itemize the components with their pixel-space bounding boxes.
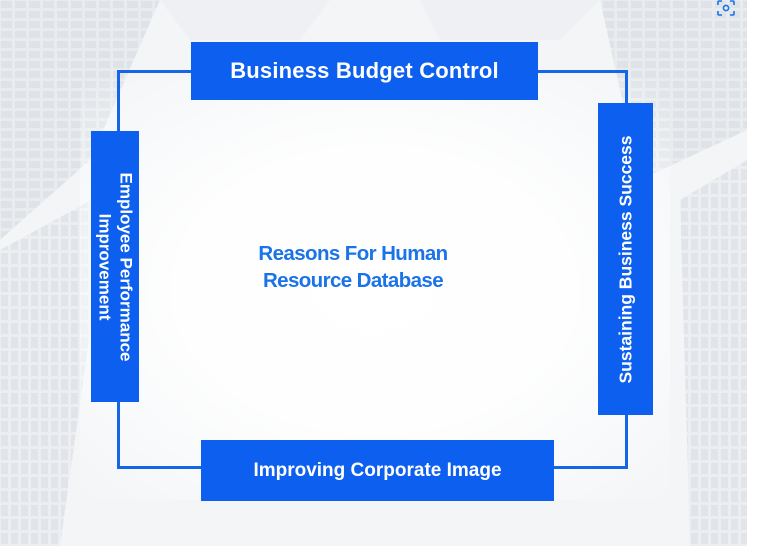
- center-title: Reasons For Human Resource Database: [222, 240, 484, 294]
- box-left-label-line-2: Improvement: [95, 213, 114, 320]
- box-sustaining-business-success: Sustaining Business Success: [598, 103, 653, 415]
- frame-line-right-upper: [625, 70, 628, 104]
- box-employee-performance-improvement: Employee Performance Improvement: [91, 131, 139, 402]
- frame-line-top-right: [537, 70, 627, 73]
- frame-line-bottom-right: [553, 466, 628, 469]
- frame-line-left-upper: [117, 70, 120, 132]
- box-bottom-label: Improving Corporate Image: [253, 459, 502, 481]
- scan-icon[interactable]: [717, 0, 735, 16]
- box-improving-corporate-image: Improving Corporate Image: [201, 440, 554, 501]
- box-left-label: Employee Performance Improvement: [94, 172, 136, 361]
- box-left-label-line-1: Employee Performance: [116, 172, 135, 361]
- frame-line-right-lower: [625, 414, 628, 469]
- frame-line-top-left: [117, 70, 192, 73]
- center-glow: [80, 80, 670, 500]
- box-business-budget-control: Business Budget Control: [191, 42, 538, 100]
- box-top-label: Business Budget Control: [230, 58, 499, 83]
- frame-line-left-lower: [117, 401, 120, 469]
- box-right-label: Sustaining Business Success: [615, 134, 636, 384]
- frame-line-bottom-left: [117, 466, 202, 469]
- center-title-line-1: Reasons For Human: [258, 242, 448, 265]
- center-title-line-2: Resource Database: [262, 269, 444, 292]
